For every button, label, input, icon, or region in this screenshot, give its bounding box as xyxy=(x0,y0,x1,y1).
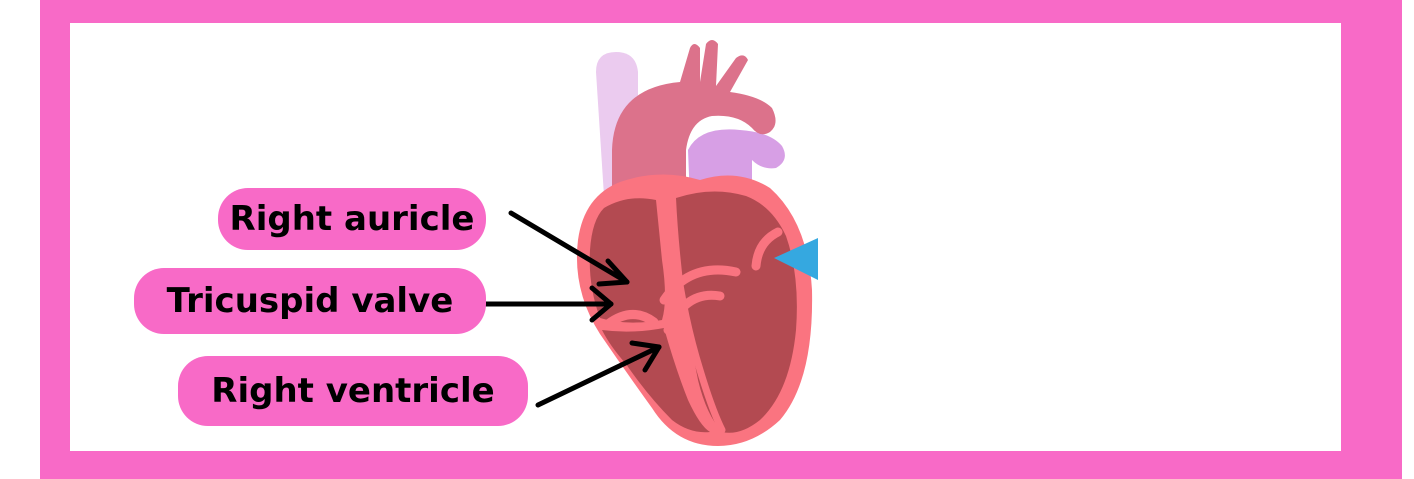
valve-curve-upper xyxy=(659,265,741,305)
label-right-ventricle-text: Right ventricle xyxy=(211,371,495,411)
valve-curve-lower xyxy=(603,310,659,329)
valve-curve-middle xyxy=(663,290,725,335)
heart-illustration xyxy=(576,40,813,446)
label-right-ventricle: Right ventricle xyxy=(178,356,528,426)
blue-pointer-marker xyxy=(774,238,818,280)
arrow-right-auricle xyxy=(508,210,630,287)
aorta xyxy=(612,40,776,200)
left-ventricle-chamber xyxy=(676,191,797,433)
label-right-auricle-text: Right auricle xyxy=(229,199,475,239)
arrow-tricuspid-valve xyxy=(479,285,614,323)
label-tricuspid-valve: Tricuspid valve xyxy=(134,268,486,334)
valve-curve-right xyxy=(751,227,783,271)
arrow-right-ventricle xyxy=(535,340,662,408)
label-right-auricle: Right auricle xyxy=(218,188,486,250)
label-tricuspid-valve-text: Tricuspid valve xyxy=(166,281,454,321)
right-atrium-chamber xyxy=(589,198,665,323)
septum-line xyxy=(666,200,726,434)
right-ventricle-chamber xyxy=(602,328,710,433)
